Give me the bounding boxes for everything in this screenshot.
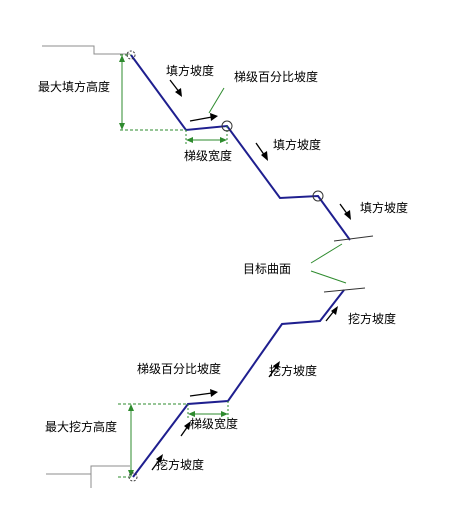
cut-profile-line <box>132 289 345 478</box>
hinge-marker-top <box>126 50 136 60</box>
vertex-markers <box>126 50 324 482</box>
max-fill-height-label: 最大填方高度 <box>38 80 111 94</box>
bench-width-label-top: 梯级宽度 <box>184 149 233 163</box>
bench-pct-top-leader <box>208 87 225 114</box>
cut-slope-label-bottom: 挖方坡度 <box>156 458 205 472</box>
cut-slope-label-top: 挖方坡度 <box>348 312 397 326</box>
target-surface-leader-1 <box>310 243 343 264</box>
existing-ground-bottom <box>46 465 130 488</box>
target-surface-leader-2 <box>310 270 347 284</box>
max-fill-height-dimension <box>119 54 186 131</box>
max-cut-height-dimension <box>118 403 188 478</box>
bench-pct-slope-label-top: 梯级百分比坡度 <box>234 70 319 84</box>
hinge-marker-bottom <box>128 472 138 482</box>
bench-pct-slope-label-bottom: 梯级百分比坡度 <box>137 362 222 376</box>
target-surface-lower <box>323 287 366 293</box>
bench-width-bottom-dimension <box>187 401 229 420</box>
direction-arrows <box>151 79 351 471</box>
bench-marker-1 <box>221 120 233 132</box>
bench-width-top-dimension <box>185 126 228 146</box>
target-surface-label: 目标曲面 <box>243 262 292 276</box>
fill-profile-line <box>130 54 351 241</box>
cut-slope-label-mid: 挖方坡度 <box>269 364 318 378</box>
fill-slope-label-2: 填方坡度 <box>273 138 322 152</box>
fill-slope-label-1: 填方坡度 <box>166 64 215 78</box>
fill-slope-label-3: 填方坡度 <box>360 201 409 215</box>
target-surface-upper <box>333 235 374 242</box>
existing-ground-top <box>42 45 130 55</box>
bench-width-label-bottom: 梯级宽度 <box>190 417 239 431</box>
bench-marker-2 <box>312 190 324 202</box>
max-cut-height-label: 最大挖方高度 <box>45 420 118 434</box>
